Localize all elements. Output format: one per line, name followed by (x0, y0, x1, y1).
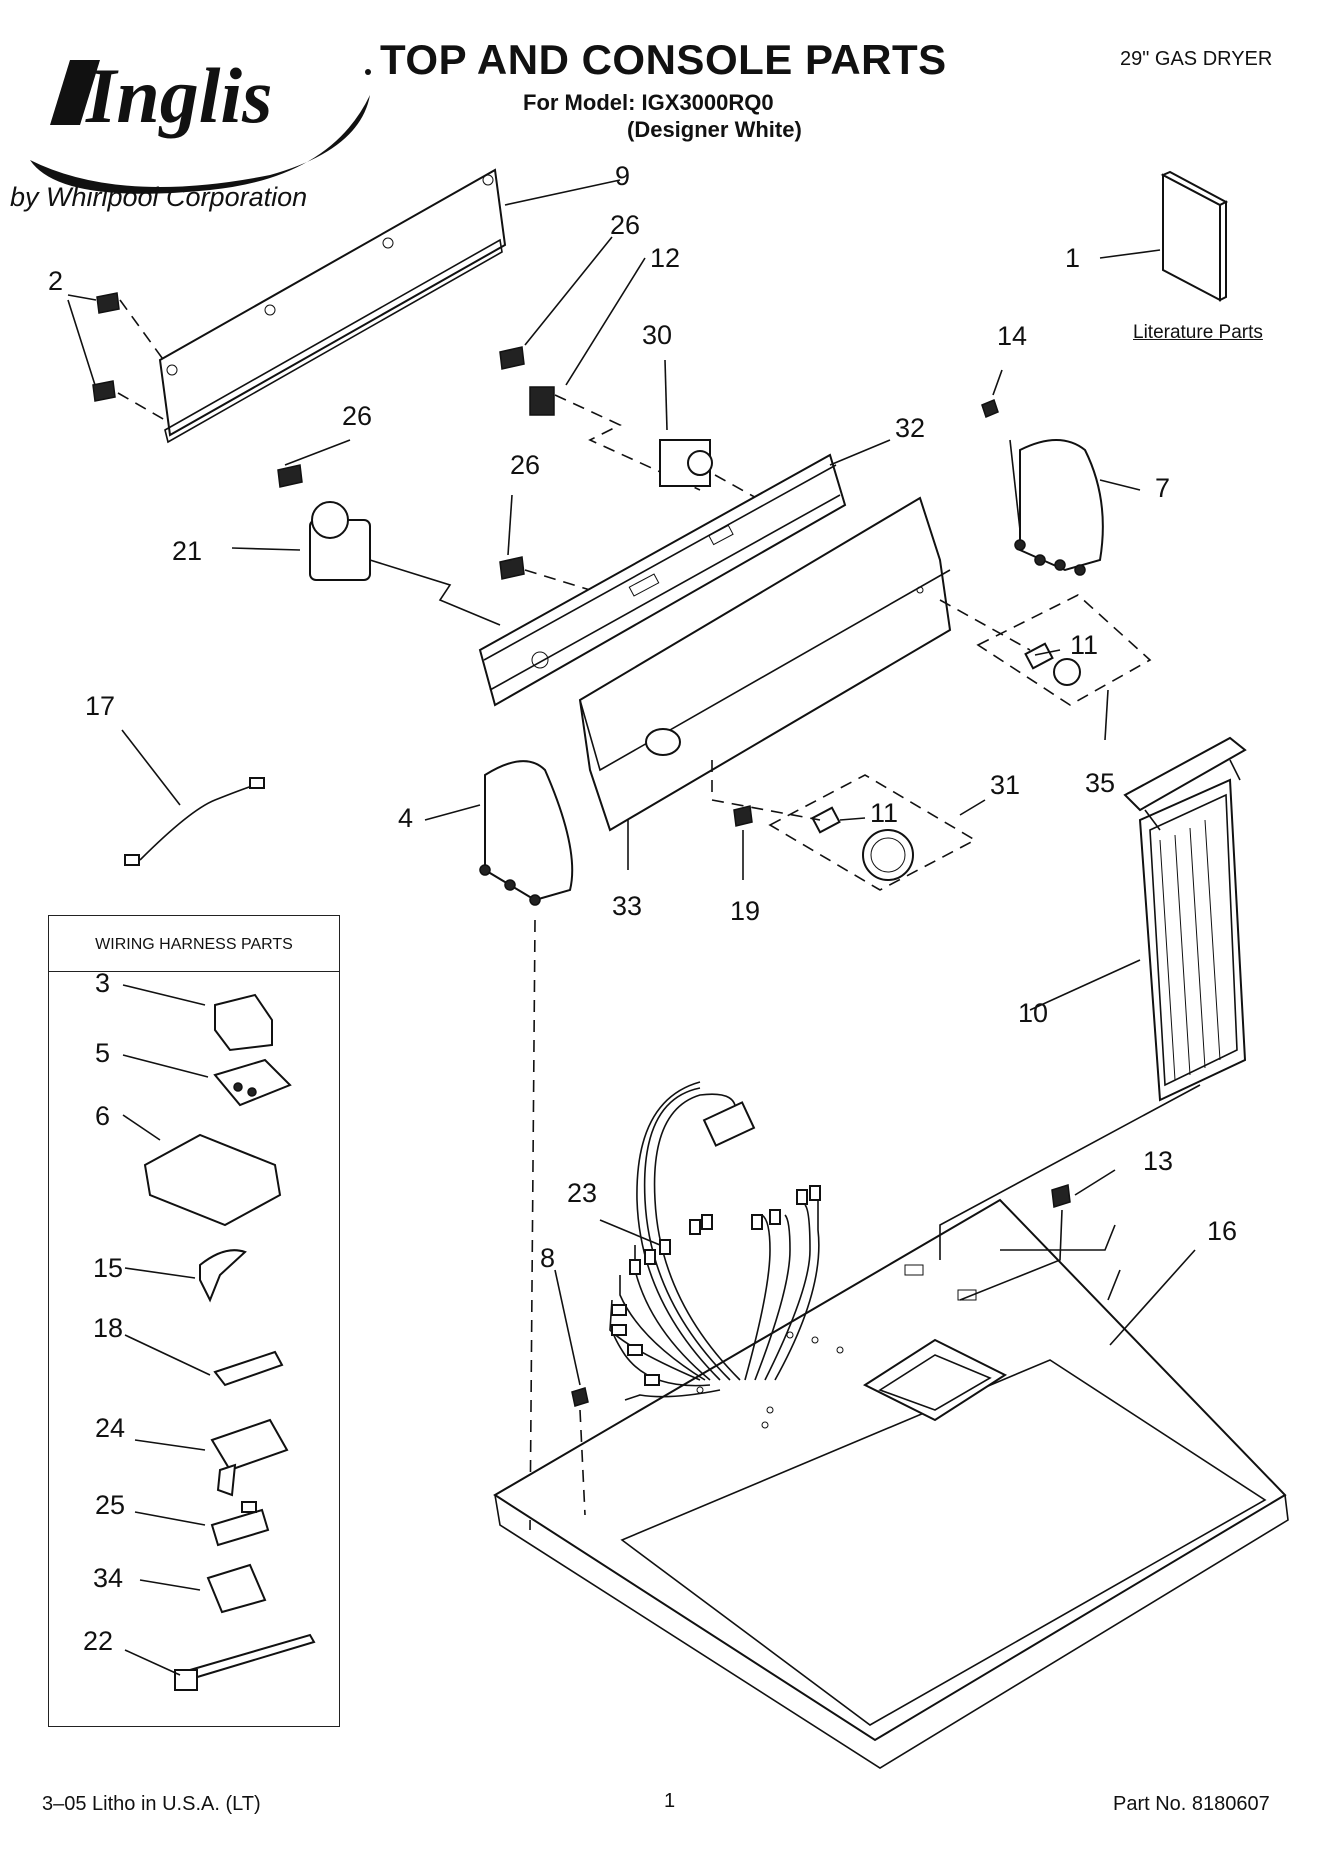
product-type: 29" GAS DRYER (1120, 48, 1273, 70)
footer-litho: 3–05 Litho in U.S.A. (LT) (42, 1793, 261, 1815)
callout-34: 34 (93, 1563, 124, 1593)
part-13-screw (939, 1084, 1201, 1301)
variant-line: (Designer White) (627, 117, 802, 142)
callout-8: 8 (540, 1243, 556, 1273)
part-30-switch (659, 359, 761, 501)
callout-1: 1 (1065, 243, 1081, 273)
callout-12: 12 (650, 243, 681, 273)
harness-box-parts (122, 984, 316, 1691)
callout-13: 13 (1143, 1146, 1174, 1176)
brand-subtitle: by Whirlpool Corporation (10, 182, 308, 212)
svg-text:Inglis: Inglis (85, 52, 272, 139)
callout-35: 35 (1085, 768, 1116, 798)
part-33-console (578, 496, 952, 870)
page-title: TOP AND CONSOLE PARTS (380, 36, 947, 83)
part-32-control-bracket (478, 439, 891, 707)
callout-33: 33 (612, 891, 643, 921)
part-9-rear-panel (158, 168, 621, 444)
callout-26-top: 26 (610, 210, 641, 240)
callout-7: 7 (1155, 473, 1171, 503)
callout-14: 14 (997, 321, 1028, 351)
callout-2: 2 (48, 266, 64, 296)
inglis-logo-mark: Inglis (30, 52, 371, 194)
part-35-knob-group (939, 594, 1152, 741)
callout-11-center: 11 (870, 798, 899, 828)
part-17-wire (121, 729, 265, 866)
part-10-lint-screen (1029, 736, 1247, 1102)
part-16-top (493, 1198, 1289, 1769)
wiring-harness-title: WIRING HARNESS PARTS (95, 936, 293, 953)
callout-6: 6 (95, 1101, 111, 1131)
callout-17: 17 (85, 691, 116, 721)
callout-3: 3 (95, 968, 111, 998)
footer-page-number: 1 (664, 1790, 676, 1812)
callout-31: 31 (990, 770, 1021, 800)
callout-25: 25 (95, 1490, 126, 1520)
callout-9: 9 (615, 161, 631, 191)
callout-26-left: 26 (342, 401, 373, 431)
wiring-harness-box: WIRING HARNESS PARTS (48, 915, 340, 1727)
callout-5: 5 (95, 1038, 111, 1068)
part-2-screws (67, 292, 166, 421)
literature-parts-label: Literature Parts (1133, 322, 1263, 343)
callout-23: 23 (567, 1178, 598, 1208)
callout-15: 15 (93, 1253, 124, 1283)
part-8-clip (554, 1269, 589, 1516)
callout-26-mid: 26 (510, 450, 541, 480)
part-23-harness (599, 1081, 821, 1401)
callout-16: 16 (1207, 1216, 1238, 1246)
callout-22: 22 (83, 1626, 114, 1656)
callout-19: 19 (730, 896, 761, 926)
part-7-end-cap (981, 369, 1141, 576)
part-4-end-cap (424, 760, 574, 1531)
callout-4: 4 (398, 803, 414, 833)
model-line: For Model: IGX3000RQ0 (523, 90, 774, 115)
footer-part-number: Part No. 8180607 (1113, 1793, 1270, 1815)
callout-21: 21 (172, 536, 203, 566)
part-21-timer (231, 501, 501, 626)
wiring-harness-header: WIRING HARNESS PARTS (49, 916, 339, 972)
callout-30: 30 (642, 320, 673, 350)
callout-10: 10 (1018, 998, 1049, 1028)
part-26-12-screws (277, 236, 701, 591)
part-31-knob-group (711, 760, 986, 891)
part-1-literature (1099, 170, 1229, 302)
callout-24: 24 (95, 1413, 126, 1443)
callout-18: 18 (93, 1313, 124, 1343)
callout-11-right: 11 (1070, 630, 1099, 660)
callout-32: 32 (895, 413, 926, 443)
